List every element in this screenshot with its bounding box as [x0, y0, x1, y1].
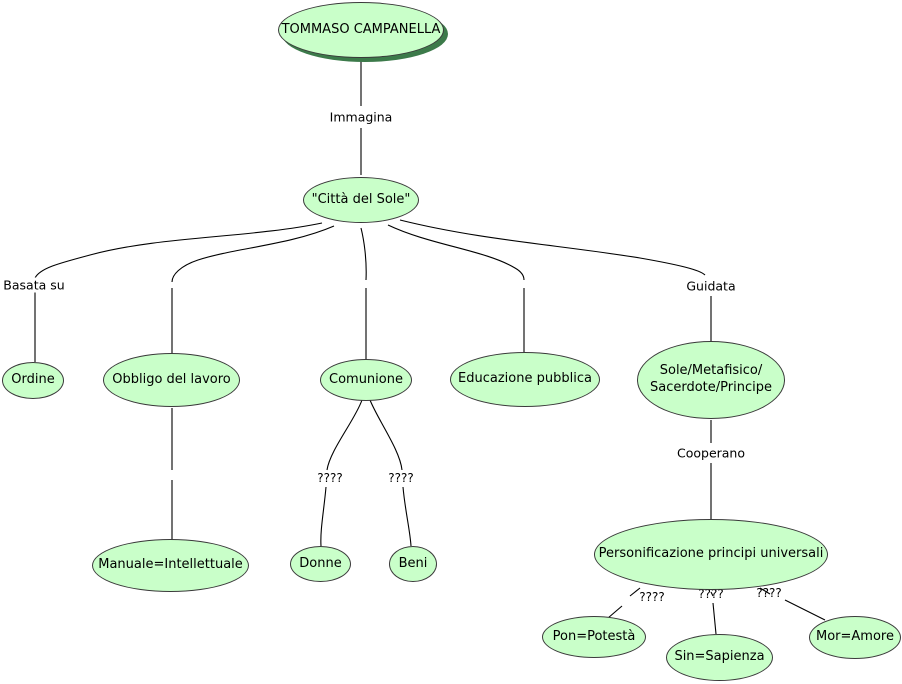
node-educazione-pubblica[interactable]: Educazione pubblica — [450, 352, 600, 407]
label-basata-su: Basata su — [2, 277, 66, 293]
node-sin-text: Sin=Sapienza — [674, 649, 765, 665]
node-donne-text: Donne — [299, 555, 342, 571]
node-comunione[interactable]: Comunione — [320, 359, 412, 401]
node-mor-text: Mor=Amore — [816, 629, 894, 645]
link-citta-comunione — [360, 227, 367, 281]
node-sole-line2: Sacerdote/Principe — [650, 380, 772, 395]
label-immagina: Immagina — [328, 109, 394, 125]
link-citta-obbligo — [171, 225, 335, 283]
link-beni-q — [402, 486, 412, 547]
node-mor-amore[interactable]: Mor=Amore — [809, 616, 901, 659]
node-tommaso-campanella-text: TOMMASO CAMPANELLA — [281, 21, 441, 37]
node-personificazione-principi[interactable]: Personificazione principi universali — [594, 519, 828, 590]
link-citta-educazione — [387, 224, 525, 281]
link-pers-sin-2 — [712, 602, 717, 635]
node-ordine[interactable]: Ordine — [2, 362, 64, 399]
label-beni-question: ???? — [388, 471, 414, 485]
node-sole-metafisico[interactable]: Sole/Metafisico/ Sacerdote/Principe — [637, 341, 785, 419]
node-donne[interactable]: Donne — [290, 546, 351, 582]
node-comunione-text: Comunione — [329, 371, 403, 387]
node-sole-line1: Sole/Metafisico/ — [659, 363, 763, 379]
node-manuale-intellettuale-text: Manuale=Intellettuale — [98, 557, 243, 573]
label-sin-question: ???? — [698, 587, 724, 601]
node-citta-del-sole-text: "Città del Sole" — [311, 191, 411, 207]
node-beni-text: Beni — [398, 555, 428, 571]
label-donne-question: ???? — [317, 471, 343, 485]
label-guidata: Guidata — [685, 278, 737, 294]
link-comunione-donne — [326, 399, 363, 471]
node-manuale-intellettuale[interactable]: Manuale=Intellettuale — [92, 539, 249, 592]
link-pers-sin — [710, 591, 714, 597]
link-donne-q — [320, 486, 327, 547]
node-sin-sapienza[interactable]: Sin=Sapienza — [666, 634, 773, 681]
link-pers-mor-2 — [784, 599, 826, 621]
link-pers-mor — [759, 587, 771, 595]
node-citta-del-sole[interactable]: "Città del Sole" — [303, 177, 419, 223]
label-pon-question: ???? — [639, 590, 665, 604]
link-citta-ordine — [34, 222, 323, 279]
node-pon-potesta[interactable]: Pon=Potestà — [542, 616, 646, 658]
node-personificazione-text: Personificazione principi universali — [598, 546, 824, 562]
link-pers-pon-2 — [607, 605, 623, 619]
node-tommaso-campanella[interactable]: TOMMASO CAMPANELLA — [278, 2, 444, 58]
node-beni[interactable]: Beni — [389, 546, 437, 582]
node-educazione-pubblica-text: Educazione pubblica — [458, 371, 592, 387]
node-pon-text: Pon=Potestà — [552, 628, 636, 644]
link-comunione-beni — [369, 399, 403, 471]
link-pers-pon — [629, 587, 641, 597]
link-citta-guidata — [399, 219, 706, 276]
node-obbligo-del-lavoro[interactable]: Obbligo del lavoro — [103, 353, 240, 407]
label-mor-question: ???? — [756, 586, 782, 600]
label-cooperano: Cooperano — [675, 445, 747, 461]
node-obbligo-del-lavoro-text: Obbligo del lavoro — [112, 371, 231, 387]
node-ordine-text: Ordine — [11, 372, 55, 388]
